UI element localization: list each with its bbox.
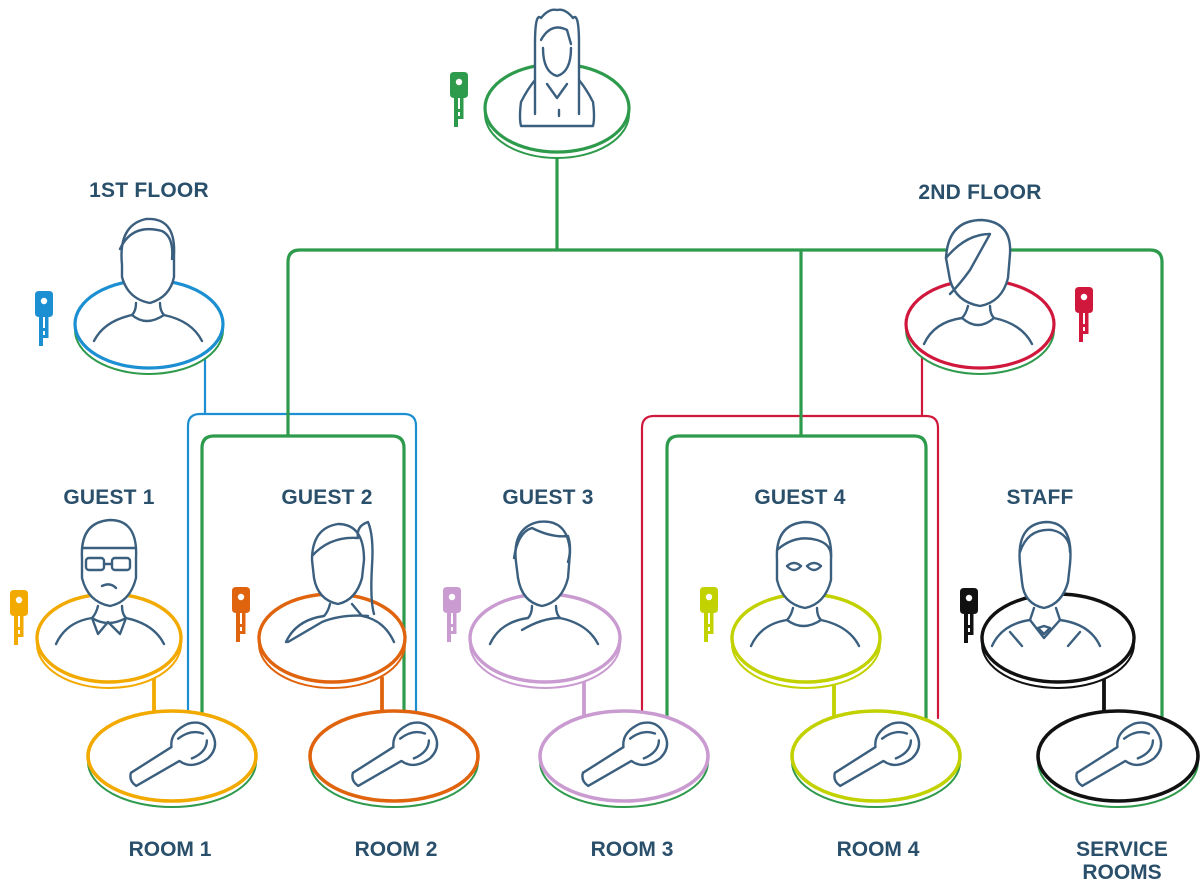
guest2-label: GUEST 2 (281, 486, 372, 509)
guest1-node: GUEST 1 (10, 486, 181, 688)
guest4-label: GUEST 4 (754, 486, 845, 509)
key-icon (35, 291, 53, 346)
key-icon (450, 72, 468, 127)
guest4-node: GUEST 4 (700, 486, 880, 688)
key-icon (443, 587, 461, 642)
key-icon (1075, 287, 1093, 342)
key-icon (700, 587, 718, 642)
room1-lock (88, 711, 256, 807)
key-icon (10, 590, 28, 645)
floor1-label: 1ST FLOOR (89, 179, 209, 202)
room2-lock (310, 711, 478, 807)
floor1-node: 1ST FLOOR (35, 179, 223, 374)
guest2-node: GUEST 2 (232, 486, 405, 688)
guest1-label: GUEST 1 (63, 486, 154, 509)
key-icon (232, 587, 250, 642)
floor2-label: 2ND FLOOR (918, 181, 1041, 204)
room3-lock (540, 711, 708, 807)
service-rooms-lock (1038, 711, 1198, 807)
master-node (450, 10, 629, 158)
room4-lock (792, 711, 960, 807)
man-suit-icon (992, 522, 1100, 646)
key-icon (960, 588, 978, 643)
guest3-label: GUEST 3 (502, 486, 593, 509)
woman-icon (924, 220, 1032, 344)
guest3-node: GUEST 3 (443, 486, 620, 688)
floor2-node: 2ND FLOOR (906, 181, 1093, 374)
staff-node: STAFF (960, 486, 1134, 688)
staff-label: STAFF (1006, 486, 1073, 509)
man-glasses-icon (56, 520, 164, 644)
